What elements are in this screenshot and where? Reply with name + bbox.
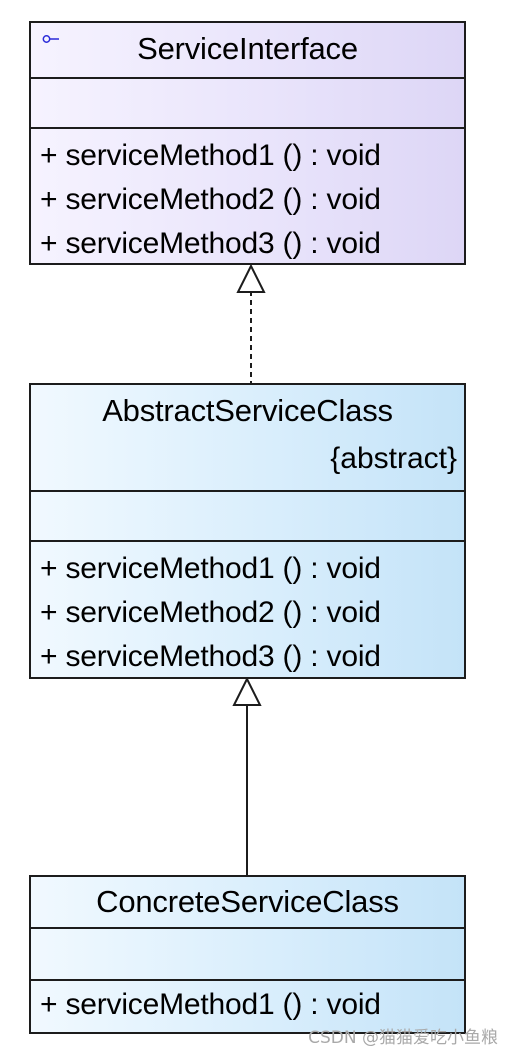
class-name: ServiceInterface	[137, 31, 358, 66]
operation-compartment: + serviceMethod1 () : void	[31, 979, 464, 1027]
operation: + serviceMethod1 () : void	[40, 552, 381, 585]
operation: + serviceMethod2 () : void	[40, 596, 381, 629]
interface-lollipop-icon	[42, 35, 59, 43]
realization-arrowhead	[236, 263, 266, 293]
operation: + serviceMethod2 () : void	[40, 183, 381, 216]
operation-compartment: + serviceMethod1 () : void + serviceMeth…	[31, 127, 464, 266]
attribute-compartment	[31, 927, 464, 979]
class-box-concrete-service-class[interactable]: ConcreteServiceClass + serviceMethod1 ()…	[29, 875, 466, 1034]
name-compartment: ConcreteServiceClass	[31, 877, 464, 927]
operation: + serviceMethod1 () : void	[40, 988, 381, 1021]
generalization-arrowhead	[232, 676, 262, 706]
abstract-stereotype: {abstract}	[330, 442, 457, 475]
operation-compartment: + serviceMethod1 () : void + serviceMeth…	[31, 540, 464, 679]
name-compartment: AbstractServiceClass {abstract}	[31, 385, 464, 490]
watermark: CSDN @猫猫爱吃小鱼粮	[308, 1028, 498, 1048]
operation: + serviceMethod3 () : void	[40, 227, 381, 260]
class-name: ConcreteServiceClass	[96, 884, 399, 919]
class-box-abstract-service-class[interactable]: AbstractServiceClass {abstract} + servic…	[29, 383, 466, 679]
operation: + serviceMethod1 () : void	[40, 139, 381, 172]
attribute-compartment	[31, 490, 464, 540]
name-compartment: ServiceInterface	[31, 23, 464, 77]
operation: + serviceMethod3 () : void	[40, 640, 381, 673]
class-box-service-interface[interactable]: ServiceInterface + serviceMethod1 () : v…	[29, 21, 466, 265]
attribute-compartment	[31, 77, 464, 127]
class-name: AbstractServiceClass	[102, 393, 393, 428]
